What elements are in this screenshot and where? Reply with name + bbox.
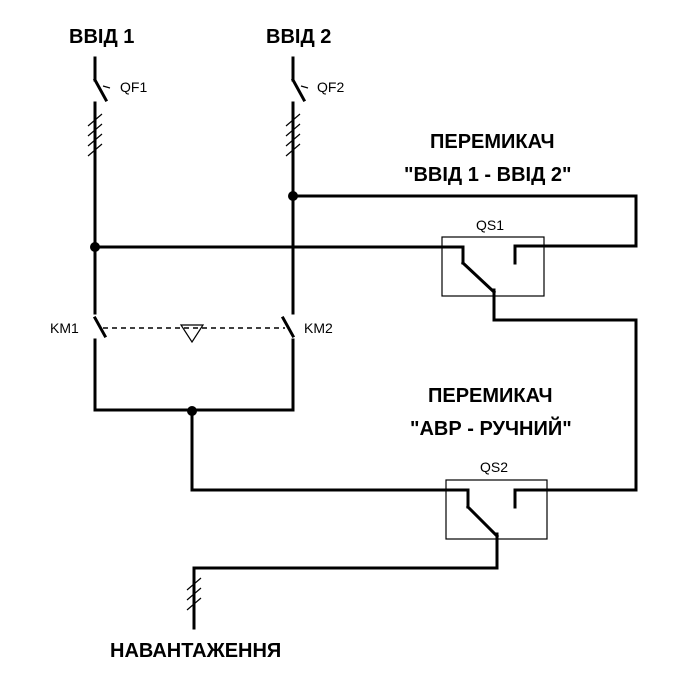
qs1-label: QS1 xyxy=(476,217,504,233)
input2-feed-wire xyxy=(291,194,638,265)
junction-node xyxy=(187,406,197,416)
input1-feed-wire xyxy=(93,245,465,265)
input1-label: ВВІД 1 xyxy=(69,26,134,48)
input1-hatch xyxy=(87,113,103,157)
input2-line xyxy=(285,56,309,315)
qf2-label: QF2 xyxy=(317,79,344,95)
qs1-switch xyxy=(441,236,638,509)
load-label: НАВАНТАЖЕННЯ xyxy=(110,640,281,662)
qs1-blade xyxy=(460,260,497,295)
input2-label: ВВІД 2 xyxy=(266,26,331,48)
junction-node xyxy=(288,191,298,201)
load-hatch xyxy=(186,577,202,611)
qf1-label: QF1 xyxy=(120,79,147,95)
interlock-link xyxy=(103,324,285,344)
interlock-triangle-icon xyxy=(179,324,205,344)
switch1-title: ПЕРЕМИКАЧ xyxy=(430,131,555,153)
km2-label: KM2 xyxy=(304,320,333,336)
junction-node xyxy=(90,242,100,252)
qf1-breaker-contact xyxy=(92,77,109,103)
km2-contactor xyxy=(280,315,296,412)
switch1-mode: "ВВІД 1 - ВВІД 2" xyxy=(404,164,571,186)
qs2-switch xyxy=(192,479,548,630)
km1-contactor xyxy=(92,315,108,412)
km1-label: KM1 xyxy=(50,320,79,336)
switch2-title: ПЕРЕМИКАЧ xyxy=(428,385,553,407)
input2-hatch xyxy=(285,113,301,157)
input1-line xyxy=(87,56,111,315)
qs2-blade xyxy=(465,504,500,539)
switch2-mode: "АВР - РУЧНИЙ" xyxy=(410,416,572,440)
qf2-breaker-contact xyxy=(290,77,307,103)
qs2-label: QS2 xyxy=(480,459,508,475)
